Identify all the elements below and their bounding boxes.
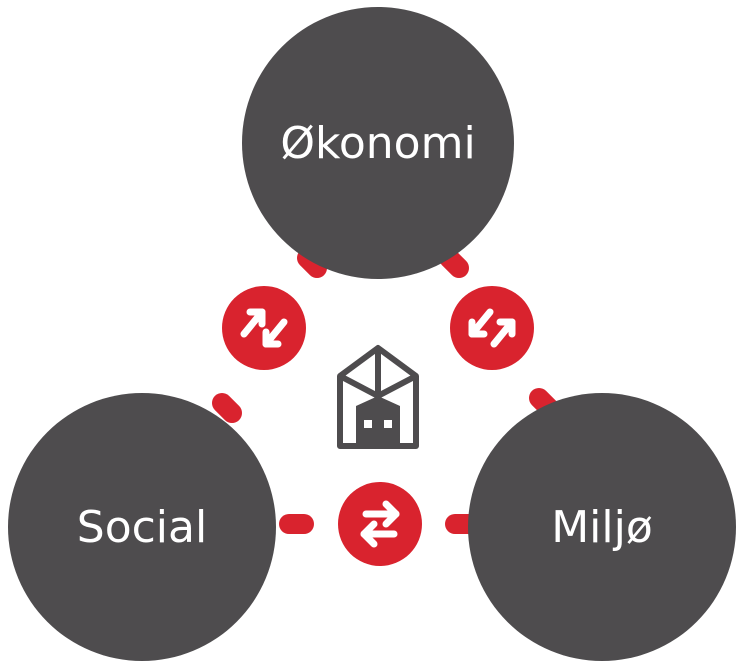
node-circle	[468, 393, 736, 661]
link-badge	[450, 286, 534, 370]
link-social-miljo	[338, 482, 422, 566]
connector-stubs	[212, 248, 559, 534]
node-okonomi: Økonomi	[242, 7, 514, 279]
node-social: Social	[8, 393, 276, 661]
link-okonomi-social	[222, 286, 306, 370]
node-label-miljo: Miljø	[551, 502, 653, 553]
link-okonomi-miljo	[450, 286, 534, 370]
node-label-social: Social	[77, 502, 207, 553]
node-circle	[242, 7, 514, 279]
house-icon	[337, 345, 419, 449]
link-badge	[338, 482, 422, 566]
connector-stub	[212, 393, 242, 423]
node-circle	[8, 393, 276, 661]
diagonal-swap-arrows-icon	[468, 308, 516, 348]
link-badge	[222, 286, 306, 370]
connector-stub	[439, 248, 469, 278]
diagonal-swap-arrows-icon	[240, 308, 288, 348]
horizontal-swap-arrows-icon	[360, 500, 400, 548]
node-label-okonomi: Økonomi	[280, 118, 475, 169]
node-miljo: Miljø	[468, 393, 736, 661]
